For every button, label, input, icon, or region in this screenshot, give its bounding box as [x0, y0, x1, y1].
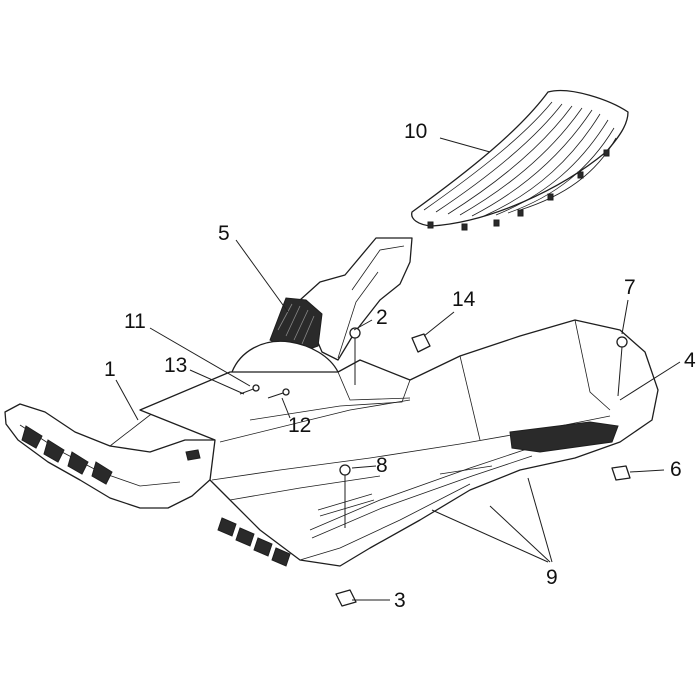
callout-3: 3 [394, 589, 406, 612]
left-underbody-part-1[interactable] [4, 403, 219, 509]
main-footboard-body[interactable] [139, 319, 659, 567]
callout-6: 6 [670, 458, 682, 481]
leader-lines [115, 137, 681, 601]
callout-14: 14 [452, 288, 476, 311]
callout-4: 4 [684, 349, 696, 372]
callout-8: 8 [376, 454, 388, 477]
footrest-pad-part-4[interactable] [509, 421, 619, 453]
left-vent-slots [21, 425, 113, 485]
callout-13: 13 [164, 354, 187, 377]
front-upright-panel[interactable] [299, 237, 413, 361]
callout-12: 12 [288, 414, 311, 437]
callout-labels: 1 2 3 4 5 6 7 8 9 10 11 12 13 14 [104, 120, 696, 612]
screw-part-8[interactable] [339, 464, 351, 528]
mat-retaining-tabs [427, 149, 610, 231]
callout-11: 11 [124, 310, 146, 333]
front-vent-slots [217, 517, 291, 567]
callout-9: 9 [546, 566, 558, 589]
screws-part-11-12[interactable] [239, 384, 290, 399]
screw-part-2[interactable] [349, 327, 361, 385]
floor-mat-part-10[interactable] [411, 89, 629, 231]
callout-10: 10 [404, 120, 427, 143]
clip-nut-part-14[interactable] [411, 333, 431, 353]
callout-5: 5 [218, 222, 230, 245]
callout-7: 7 [624, 276, 636, 299]
screw-part-7[interactable] [616, 336, 628, 397]
clip-nut-part-3[interactable] [335, 589, 357, 607]
clip-nut-part-6[interactable] [611, 465, 631, 481]
callout-2: 2 [376, 306, 388, 329]
callout-1: 1 [104, 358, 116, 381]
